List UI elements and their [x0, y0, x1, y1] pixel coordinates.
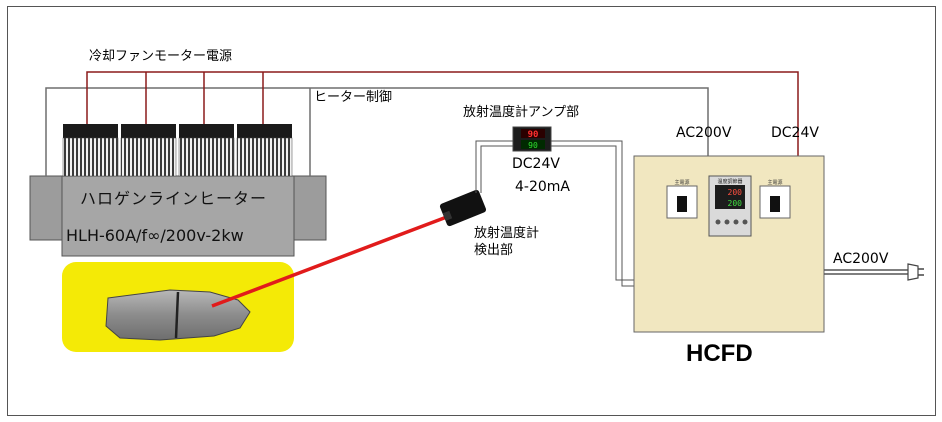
dc24v-input-label: DC24V	[771, 125, 819, 141]
power-plug-icon	[907, 263, 924, 281]
cooling-fan-icon	[236, 124, 293, 177]
diagram-frame	[7, 6, 936, 416]
switch-label-right: 主電源	[767, 179, 782, 186]
amp-display-sv: 90	[528, 141, 538, 150]
current-signal-label: 4-20mA	[515, 179, 570, 195]
ac200v-output-label: AC200V	[833, 251, 889, 267]
heater-body	[61, 175, 295, 257]
amp-signal-wire	[475, 140, 514, 193]
controller-sv: 200	[728, 199, 743, 208]
heater-left-wing	[29, 175, 65, 241]
heater-model: HLH-60A/f∞/200v-2kw	[66, 226, 244, 245]
hcfd-title: HCFD	[686, 340, 753, 367]
cooling-fan-icon	[62, 124, 119, 177]
sensor-head-label: 放射温度計 検出部	[474, 226, 540, 258]
switch-label-left: 主電源	[674, 179, 689, 186]
laser-beam	[211, 213, 453, 308]
amp-unit-label: 放射温度計アンプ部	[463, 105, 580, 120]
heater-control-label: ヒーター制御	[314, 90, 393, 105]
brake-pad-icon	[105, 289, 251, 341]
fan-power-wire	[86, 71, 799, 156]
temperature-controller	[708, 175, 752, 237]
sensor-head-icon	[439, 189, 487, 227]
power-switch-icon	[759, 185, 791, 219]
cooling-fan-icon	[178, 124, 235, 177]
amp-unit	[512, 126, 552, 152]
cooling-fan-icon	[120, 124, 177, 177]
controller-title: 温度調節器	[717, 178, 742, 185]
controller-pv: 200	[728, 188, 743, 197]
ac200v-input-label: AC200V	[676, 125, 732, 141]
dc24v-amp-label: DC24V	[512, 156, 560, 172]
power-switch-icon	[666, 185, 698, 219]
amp-display-pv: 90	[528, 130, 539, 140]
heater-right-wing	[291, 175, 327, 241]
heater-control-wire	[45, 87, 709, 176]
heater-name: ハロゲンラインヒーター	[80, 189, 268, 208]
fan-power-label: 冷却ファンモーター電源	[89, 49, 233, 64]
